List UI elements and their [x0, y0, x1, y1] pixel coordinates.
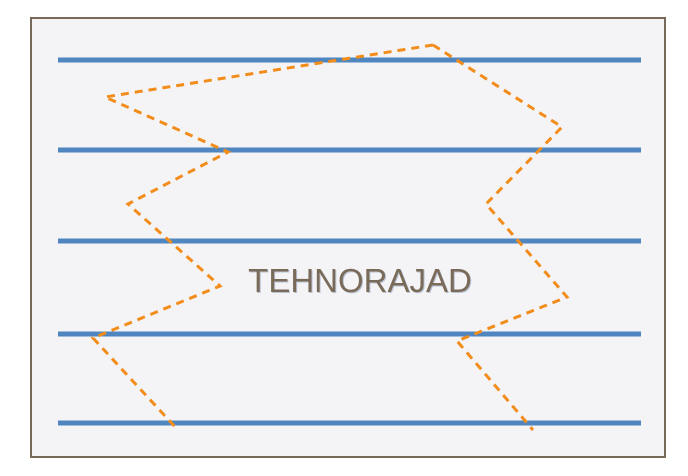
rails	[58, 57, 641, 426]
left-zigzag-path	[90, 43, 434, 432]
zigzag-paths	[90, 43, 570, 432]
right-zigzag-path	[432, 43, 570, 431]
diagram-label: TEHNORAJAD	[248, 262, 472, 299]
